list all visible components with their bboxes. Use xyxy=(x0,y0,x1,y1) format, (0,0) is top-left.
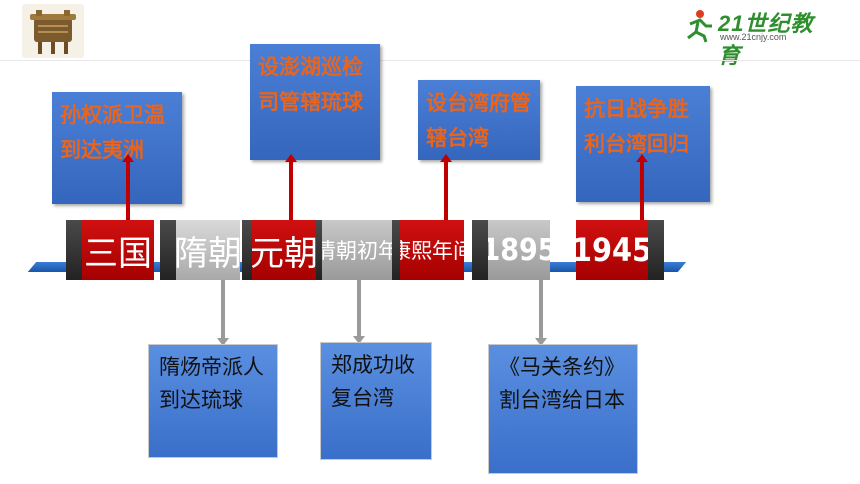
era-block-side xyxy=(392,220,400,280)
era-block-side xyxy=(66,220,82,280)
connector-line-1945 xyxy=(640,160,644,220)
connector-line-sanguo xyxy=(126,162,130,220)
header-divider xyxy=(0,60,860,61)
era-sanguo: 三国 xyxy=(82,220,154,280)
arrow-up-icon xyxy=(636,154,648,162)
era-suichao: 隋朝 xyxy=(176,220,240,280)
brand-name: 21世纪教育 xyxy=(718,11,814,68)
era-yuanchao: 元朝 xyxy=(252,220,316,280)
arrow-down-icon xyxy=(353,336,365,344)
era-qingchao-chunian: 清朝初年 xyxy=(322,220,392,280)
era-block-side xyxy=(160,220,176,280)
era-1945: 1945 xyxy=(576,220,648,280)
era-block-side xyxy=(316,220,322,280)
header-bar: 21世纪教育 www.21cnjy.com xyxy=(0,0,860,68)
connector-line-qingchao xyxy=(357,280,361,338)
arrow-up-icon xyxy=(440,154,452,162)
runner-icon xyxy=(687,10,712,43)
brand-url: www.21cnjy.com xyxy=(720,32,787,42)
arrow-down-icon xyxy=(535,338,547,346)
event-box-kangxi: 设台湾府管辖台湾 xyxy=(418,80,540,160)
arrow-up-icon xyxy=(122,154,134,162)
era-block-side xyxy=(472,220,488,280)
event-box-qingchao: 郑成功收复台湾 xyxy=(320,342,432,460)
era-block-side xyxy=(648,220,664,280)
arrow-up-icon xyxy=(285,154,297,162)
brand-logo: 21世纪教育 www.21cnjy.com xyxy=(680,6,830,68)
event-box-sanguo: 孙权派卫温到达夷洲 xyxy=(52,92,182,204)
event-box-yuanchao: 设澎湖巡检司管辖琉球 xyxy=(250,44,380,160)
bronze-ding-icon xyxy=(22,4,84,58)
event-box-suichao: 隋炀帝派人到达琉球 xyxy=(148,344,278,458)
arrow-down-icon xyxy=(217,338,229,346)
connector-line-kangxi xyxy=(444,160,448,220)
connector-line-yuanchao xyxy=(289,160,293,220)
connector-line-suichao xyxy=(221,280,225,340)
connector-line-1895 xyxy=(539,280,543,340)
era-1895: 1895 xyxy=(488,220,550,280)
era-kangxi: 康熙年间 xyxy=(400,220,464,280)
event-box-1895: 《马关条约》割台湾给日本 xyxy=(488,344,638,474)
